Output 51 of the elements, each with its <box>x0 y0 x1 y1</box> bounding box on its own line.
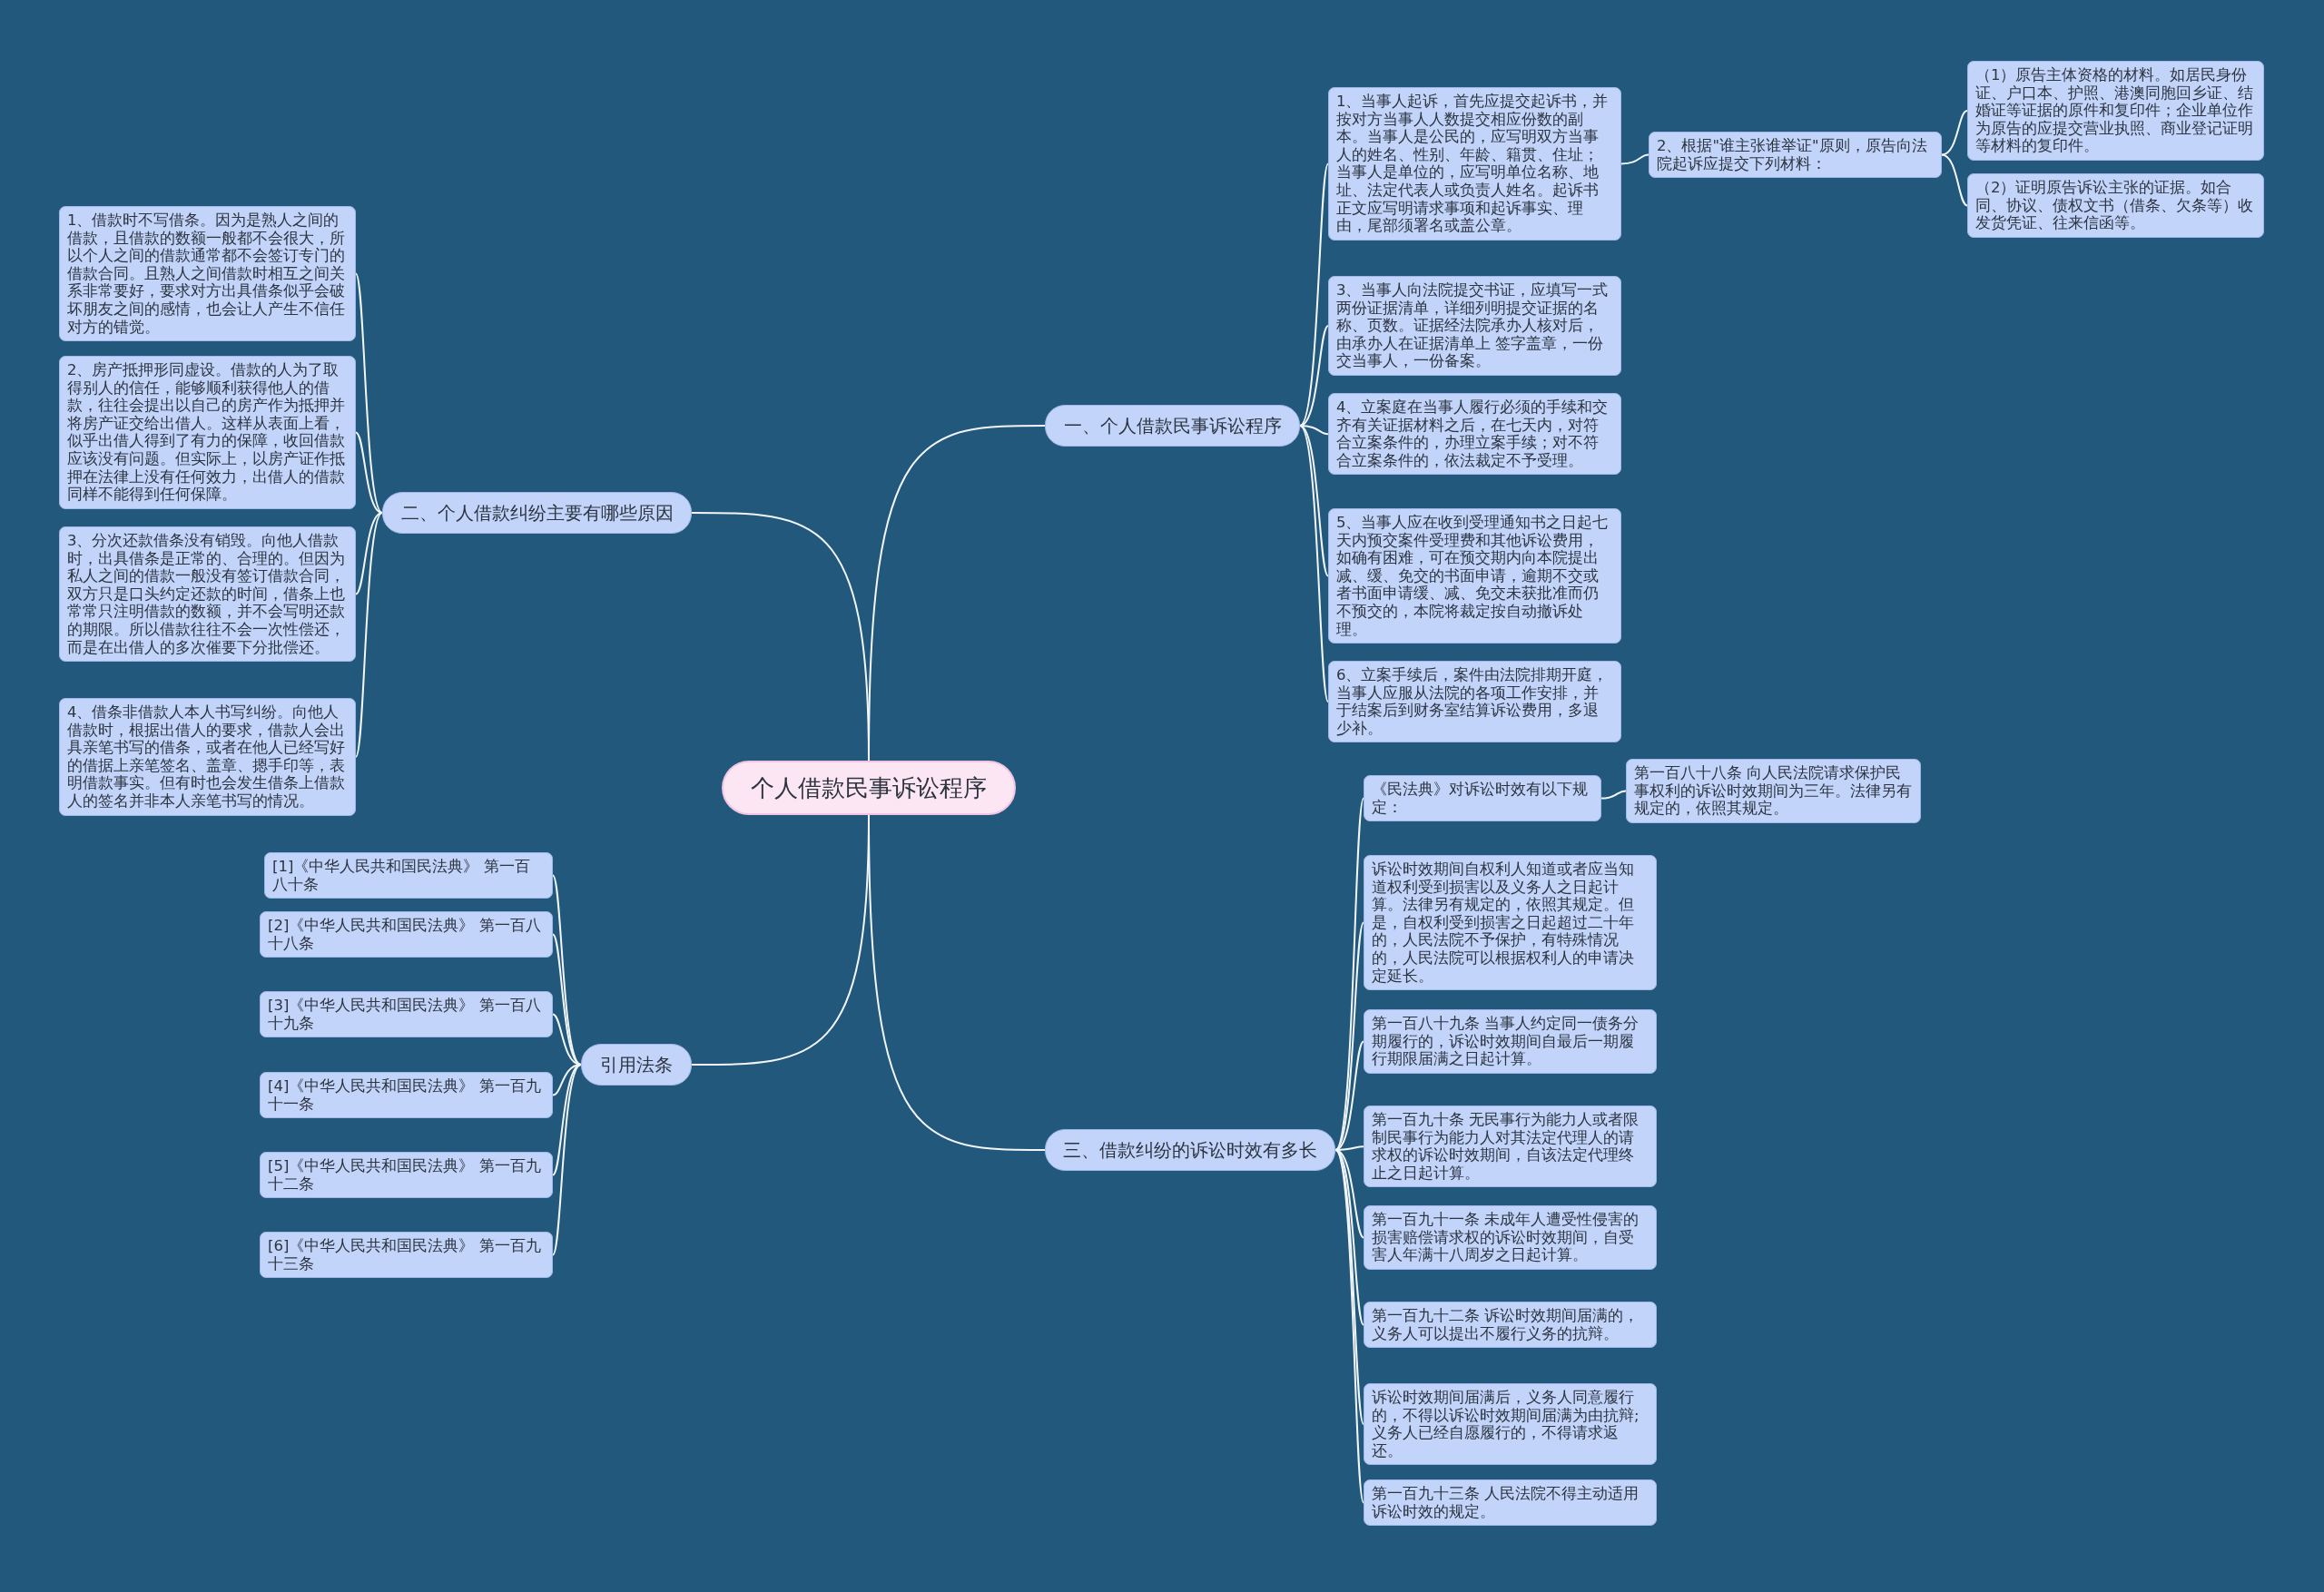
connector-line <box>1299 325 1329 427</box>
connector-line <box>1334 1149 1364 1504</box>
note-box: [1]《中华人民共和国民法典》 第一百八十条 <box>264 852 553 899</box>
note-box: 第一百九十条 无民事行为能力人或者限制民事行为能力人对其法定代理人的请求权的诉讼时效期间，自该法定代理终止之日起计算。 <box>1364 1106 1657 1188</box>
central-topic-box: 个人借款民事诉讼程序 <box>722 761 1016 815</box>
note-box: 3、分次还款借条没有销毁。向他人借款时，出具借条是正常的、合理的。但因为私人之间的借款一般没有签订借款合同，双方只是口头约定还款的时间，借条上也常常只注明借款的数额，并不会写明还款的期限。所以借款往往不会一次性偿还，而是在出借人的多次催要下分批偿还。 <box>59 526 356 663</box>
note-box: 第一百八十九条 当事人约定同一债务分期履行的，诉讼时效期间自最后一期履行期限届满之日起计算。 <box>1364 1009 1657 1074</box>
connector-line <box>552 933 582 1066</box>
note-box: [5]《中华人民共和国民法典》 第一百九十二条 <box>260 1152 553 1199</box>
connector-line <box>1941 110 1968 156</box>
note-box: 《民法典》对诉讼时效有以下规定： <box>1364 775 1601 822</box>
branch-topic-box: 一、个人借款民事诉讼程序 <box>1045 405 1300 447</box>
note-box: 1、借款时不写借条。因为是熟人之间的借款，且借款的数额一般都不会很大，所以个人之间的借款通常都不会签订专门的借款合同。且熟人之间借款时相互之间关系非常要好，要求对方出具借条似乎会破坏朋友之间的感情，也会让人产生不信任对方的错觉。 <box>59 206 356 342</box>
note-box: [2]《中华人民共和国民法典》 第一百八十八条 <box>260 911 553 958</box>
connector-line <box>355 512 383 595</box>
connector-line <box>1334 921 1364 1151</box>
note-box: [4]《中华人民共和国民法典》 第一百九十一条 <box>260 1072 553 1119</box>
note-box: [6]《中华人民共和国民法典》 第一百九十三条 <box>260 1232 553 1279</box>
connector-line <box>1941 153 1968 207</box>
note-box: 诉讼时效期间届满后，义务人同意履行的，不得以诉讼时效期间届满为由抗辩;义务人已经自愿履行的，不得请求返还。 <box>1364 1383 1657 1466</box>
note-box: 第一百八十八条 向人民法院请求保护民事权利的诉讼时效期间为三年。法律另有规定的，依照其规定。 <box>1626 759 1921 823</box>
connector-line <box>1600 790 1627 800</box>
note-box: 3、当事人向法院提交书证，应填写一式两份证据清单，详细列明提交证据的名称、页数。证据经法院承办人核对后，由承办人在证据清单上 签字盖章，一份交当事人，一份备案。 <box>1328 276 1621 376</box>
note-box: 第一百九十二条 诉讼时效期间届满的，义务人可以提出不履行义务的抗辩。 <box>1364 1302 1657 1349</box>
connector-line <box>355 431 383 514</box>
connector-line <box>1299 425 1329 577</box>
note-box: 第一百九十一条 未成年人遭受性侵害的损害赔偿请求权的诉讼时效期间，自受害人年满十八周岁之日起计算。 <box>1364 1205 1657 1270</box>
branch-topic-box: 二、个人借款纠纷主要有哪些原因 <box>382 492 692 534</box>
note-box: 诉讼时效期间自权利人知道或者应当知道权利受到损害以及义务人之日起计算。法律另有规定的，依照其规定。但是，自权利受到损害之日起超过二十年的，人民法院不予保护，有特殊情况的，人民法院可以根据权利人的申请决定延长。 <box>1364 855 1657 991</box>
connector-line <box>355 272 383 514</box>
connector-line <box>552 1064 582 1096</box>
branch-topic-box: 引用法条 <box>581 1044 692 1086</box>
note-box: 2、根据"谁主张谁举证"原则，原告向法院起诉应提交下列材料： <box>1649 132 1942 179</box>
note-box: 5、当事人应在收到受理通知书之日起七天内预交案件受理费和其他诉讼费用，如确有困难，可在预交期内向本院提出减、缓、免交的书面申请，逾期不交或者书面申请缓、减、免交未获批准而仍不预交的，本院将裁定按自动撤诉处理。 <box>1328 508 1621 644</box>
note-box: 1、当事人起诉，首先应提交起诉书，并按对方当事人人数提交相应份数的副本。当事人是公民的，应写明双方当事人的姓名、性别、年龄、籍贯、住址；当事人是单位的，应写明单位名称、地址、法定代表人或负责人姓名。起诉书正文应写明请求事项和起诉事实、理由，尾部须署名或盖公章。 <box>1328 87 1621 241</box>
note-box: 4、立案庭在当事人履行必须的手续和交齐有关证据材料之后，在七天内，对符合立案条件的，办理立案手续；对不符合立案条件的，依法裁定不予受理。 <box>1328 393 1621 476</box>
note-box: 第一百九十三条 人民法院不得主动适用诉讼时效的规定。 <box>1364 1479 1657 1527</box>
note-box: 4、借条非借款人本人书写纠纷。向他人借款时，根据出借人的要求，借款人会出具亲笔书写的借条，或者在他人已经写好的借据上亲笔签名、盖章、摁手印等，表明借款事实。但有时也会发生借条上借款人的签名并非本人亲笔书写的情况。 <box>59 698 356 816</box>
note-box: （1）原告主体资格的材料。如居民身份证、户口本、护照、港澳同胞回乡证、结婚证等证据的原件和复印件；企业单位作为原告的应提交营业执照、商业登记证明等材料的复印件。 <box>1967 61 2264 161</box>
connector-line <box>1334 1149 1364 1426</box>
connector-line <box>1620 153 1649 165</box>
branch-topic-box: 三、借款纠纷的诉讼时效有多长 <box>1045 1129 1335 1171</box>
connector-line <box>1299 425 1329 703</box>
note-box: 2、房产抵押形同虚设。借款的人为了取得别人的信任，能够顺利获得他人的借款，往往会提出以自己的房产作为抵押并将房产证交给出借人。这样从表面上看，似乎出借人得到了有力的保障，收回借款应该没有问题。但实际上，以房产证作抵押在法律上没有任何效力，出借人的借款同样不能得到任何保障。 <box>59 356 356 509</box>
note-box: [3]《中华人民共和国民法典》 第一百八十九条 <box>260 991 553 1038</box>
connector-line <box>355 512 383 758</box>
connector-line <box>552 874 582 1066</box>
note-box: （2）证明原告诉讼主张的证据。如合同、协议、债权文书（借条、欠条等）收发货凭证、往来信函等。 <box>1967 173 2264 238</box>
connector-line <box>1299 162 1329 427</box>
note-box: 6、立案手续后，案件由法院排期开庭，当事人应服从法院的各项工作安排，并于结案后到财务室结算诉讼费用，多退少补。 <box>1328 661 1621 743</box>
connector-line <box>552 1064 582 1256</box>
